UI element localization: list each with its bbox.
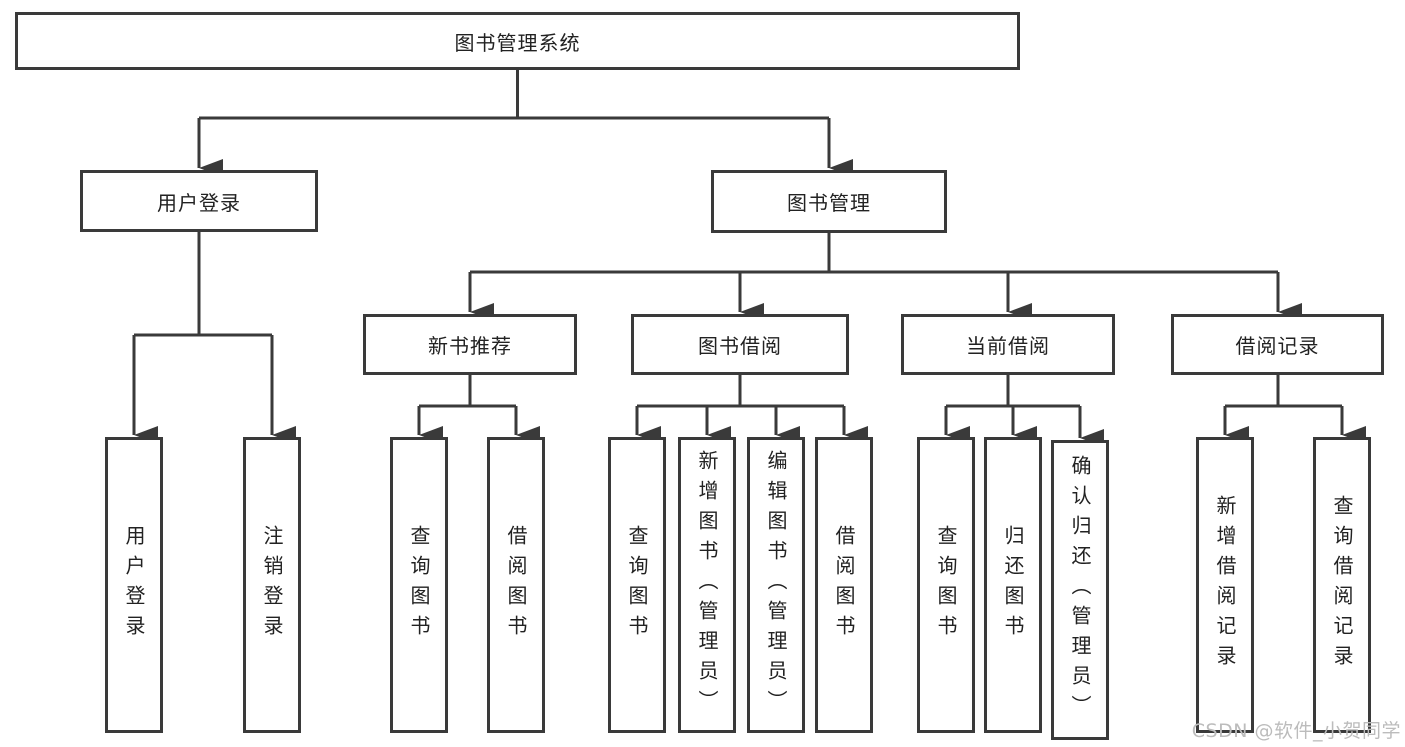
leaf-search-borrow-record: 查询借阅记录 (1313, 437, 1371, 733)
leaf-add-book-admin: 新增图书（管理员） (678, 437, 736, 733)
leaf-search-books-current: 查询图书 (917, 437, 975, 733)
node-new-book-recommendation: 新书推荐 (363, 314, 577, 375)
node-current-borrowing: 当前借阅 (901, 314, 1115, 375)
leaf-add-borrow-record: 新增借阅记录 (1196, 437, 1254, 733)
node-library-system: 图书管理系统 (15, 12, 1020, 70)
node-book-borrowing: 图书借阅 (631, 314, 849, 375)
leaf-search-books-borrowing: 查询图书 (608, 437, 666, 733)
node-borrowing-records: 借阅记录 (1171, 314, 1384, 375)
leaf-return-books: 归还图书 (984, 437, 1042, 733)
leaf-confirm-return-admin: 确认归还（管理员） (1051, 440, 1109, 740)
leaf-search-books-recommend: 查询图书 (390, 437, 448, 733)
csdn-watermark: CSDN @软件_小贺同学 (1191, 720, 1401, 742)
leaf-edit-book-admin: 编辑图书（管理员） (747, 437, 805, 733)
leaf-logout: 注销登录 (243, 437, 301, 733)
node-user-login: 用户登录 (80, 170, 318, 232)
leaf-borrow-books-recommend: 借阅图书 (487, 437, 545, 733)
leaf-user-login: 用户登录 (105, 437, 163, 733)
node-book-management: 图书管理 (711, 170, 947, 233)
leaf-borrow-books-borrowing: 借阅图书 (815, 437, 873, 733)
